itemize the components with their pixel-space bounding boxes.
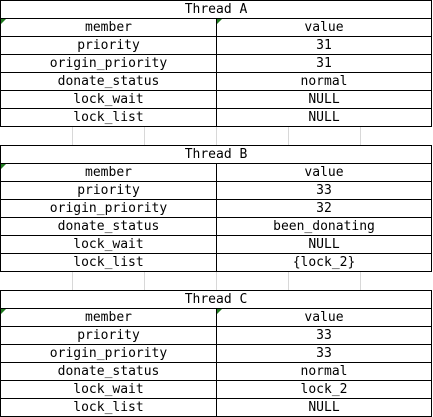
value-header-cell[interactable]: value — [217, 19, 431, 36]
table-header-row[interactable]: member value — [0, 164, 432, 182]
thread-a-table: Thread A member value priority 31 origin… — [0, 0, 432, 127]
member-cell[interactable]: lock_wait — [1, 91, 217, 108]
value-cell[interactable]: NULL — [308, 400, 340, 415]
table-row[interactable]: donate_status normal — [0, 73, 432, 91]
table-row[interactable]: donate_status normal — [0, 363, 432, 381]
value-cell[interactable]: 33 — [316, 346, 332, 361]
value-cell[interactable]: NULL — [308, 92, 340, 107]
table-title-row[interactable]: Thread C — [0, 290, 432, 309]
value-cell[interactable]: 33 — [316, 183, 332, 198]
value-cell[interactable]: 32 — [316, 201, 332, 216]
gridline — [72, 272, 73, 290]
member-cell[interactable]: lock_list — [1, 399, 217, 416]
value-header: value — [304, 165, 344, 180]
member-header: member — [85, 20, 132, 35]
member-header-cell[interactable]: member — [1, 309, 217, 326]
member-cell[interactable]: lock_list — [1, 254, 217, 271]
value-header-cell[interactable]: value — [217, 309, 431, 326]
empty-grid-row[interactable] — [0, 272, 433, 290]
gridline — [216, 127, 217, 145]
value-cell[interactable]: {lock_2} — [292, 255, 356, 270]
member-cell[interactable]: origin_priority — [1, 55, 217, 72]
empty-grid-row[interactable] — [0, 127, 433, 145]
value-cell[interactable]: normal — [300, 364, 348, 379]
value-cell[interactable]: been_donating — [273, 219, 375, 234]
thread-b-table: Thread B member value priority 33 origin… — [0, 145, 432, 272]
table-row[interactable]: lock_list {lock_2} — [0, 254, 432, 272]
member-cell[interactable]: lock_wait — [1, 236, 217, 253]
member-cell[interactable]: priority — [1, 327, 217, 344]
table-row[interactable]: lock_list NULL — [0, 109, 432, 127]
member-header-cell[interactable]: member — [1, 164, 217, 181]
member-cell[interactable]: priority — [1, 37, 217, 54]
gridline — [216, 272, 217, 290]
member-cell[interactable]: donate_status — [1, 218, 217, 235]
table-header-row[interactable]: member value — [0, 309, 432, 327]
table-title[interactable]: Thread A — [184, 2, 248, 17]
member-cell[interactable]: lock_wait — [1, 381, 217, 398]
table-row[interactable]: donate_status been_donating — [0, 218, 432, 236]
value-cell[interactable]: NULL — [308, 237, 340, 252]
table-row[interactable]: priority 31 — [0, 37, 432, 55]
value-header: value — [304, 20, 344, 35]
gridline — [288, 272, 289, 290]
member-header: member — [85, 165, 132, 180]
member-cell[interactable]: origin_priority — [1, 200, 217, 217]
table-row[interactable]: lock_list NULL — [0, 399, 432, 417]
gridline — [144, 127, 145, 145]
value-cell[interactable]: 31 — [316, 56, 332, 71]
table-row[interactable]: origin_priority 33 — [0, 345, 432, 363]
comment-marker-icon — [217, 19, 222, 24]
member-cell[interactable]: donate_status — [1, 363, 217, 380]
comment-marker-icon — [1, 309, 6, 314]
member-header: member — [85, 310, 132, 325]
thread-c-table: Thread C member value priority 33 origin… — [0, 290, 432, 417]
value-cell[interactable]: 33 — [316, 328, 332, 343]
member-cell[interactable]: origin_priority — [1, 345, 217, 362]
gridline — [360, 127, 361, 145]
member-cell[interactable]: donate_status — [1, 73, 217, 90]
value-cell[interactable]: 31 — [316, 38, 332, 53]
table-row[interactable]: priority 33 — [0, 327, 432, 345]
table-row[interactable]: origin_priority 32 — [0, 200, 432, 218]
table-row[interactable]: lock_wait NULL — [0, 91, 432, 109]
table-title-row[interactable]: Thread A — [0, 0, 432, 19]
member-cell[interactable]: lock_list — [1, 109, 217, 126]
value-header-cell[interactable]: value — [217, 164, 431, 181]
table-header-row[interactable]: member value — [0, 19, 432, 37]
gridline — [288, 127, 289, 145]
comment-marker-icon — [217, 309, 222, 314]
value-cell[interactable]: NULL — [308, 110, 340, 125]
table-title[interactable]: Thread B — [184, 147, 248, 162]
table-title-row[interactable]: Thread B — [0, 145, 432, 164]
gridline — [360, 272, 361, 290]
value-header: value — [304, 310, 344, 325]
gridline — [72, 127, 73, 145]
value-cell[interactable]: lock_2 — [300, 382, 348, 397]
table-row[interactable]: origin_priority 31 — [0, 55, 432, 73]
comment-marker-icon — [1, 19, 6, 24]
value-cell[interactable]: normal — [300, 74, 348, 89]
gridline — [144, 272, 145, 290]
member-cell[interactable]: priority — [1, 182, 217, 199]
table-row[interactable]: lock_wait lock_2 — [0, 381, 432, 399]
member-header-cell[interactable]: member — [1, 19, 217, 36]
table-row[interactable]: lock_wait NULL — [0, 236, 432, 254]
comment-marker-icon — [1, 164, 6, 169]
table-title[interactable]: Thread C — [184, 292, 248, 307]
table-row[interactable]: priority 33 — [0, 182, 432, 200]
